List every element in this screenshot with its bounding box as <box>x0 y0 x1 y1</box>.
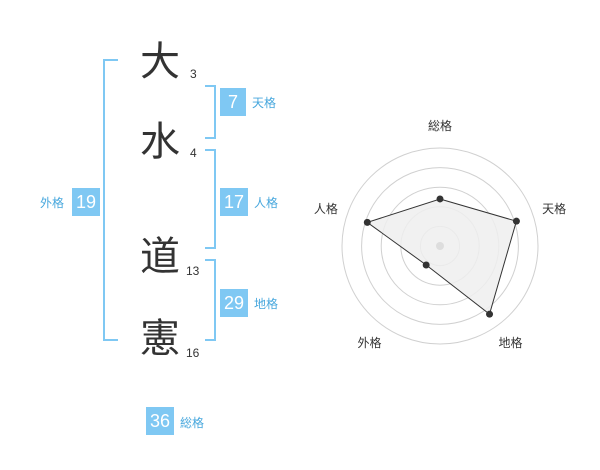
gaikaku-bracket <box>103 59 118 341</box>
tenkaku-label: 天格 <box>252 96 277 110</box>
jinkaku-label: 人格 <box>254 196 279 210</box>
name-char-3: 道 <box>140 234 180 280</box>
radar-label-soukaku: 総格 <box>428 119 453 133</box>
radar-point-2 <box>486 310 494 318</box>
soukaku-value-box: 36 <box>146 407 174 435</box>
gaikaku-label: 外格 <box>40 196 65 210</box>
stroke-count-4: 16 <box>186 346 200 360</box>
radar-series-polygon <box>366 198 518 316</box>
jinkaku-value-box: 17 <box>220 188 248 216</box>
radar-label-tenkaku: 天格 <box>542 201 567 216</box>
name-char-4: 憲 <box>140 316 180 362</box>
radar-grid-ring <box>361 167 519 325</box>
stroke-count-2: 4 <box>190 146 197 160</box>
radar-point-4 <box>363 218 371 226</box>
name-char-1: 大 <box>140 39 180 85</box>
chikaku-label: 地格 <box>254 297 279 311</box>
stroke-count-1: 3 <box>190 67 197 81</box>
stroke-count-3: 13 <box>186 264 200 278</box>
tenkaku-bracket <box>205 85 216 139</box>
gaikaku-value-box: 19 <box>72 188 100 216</box>
radar-label-chikaku: 地格 <box>498 336 523 351</box>
radar-label-jinkaku: 人格 <box>313 201 338 216</box>
radar-point-0 <box>436 195 444 203</box>
radar-point-1 <box>512 217 520 225</box>
radar-label-gaikaku: 外格 <box>357 336 382 351</box>
chikaku-value-box: 29 <box>220 289 248 317</box>
soukaku-label: 総格 <box>180 416 205 430</box>
jinkaku-bracket <box>205 149 216 249</box>
radar-point-3 <box>422 261 430 269</box>
radar-center-dot <box>436 242 444 250</box>
name-char-2: 水 <box>140 119 180 165</box>
tenkaku-value-box: 7 <box>220 88 246 116</box>
chikaku-bracket <box>205 259 216 341</box>
